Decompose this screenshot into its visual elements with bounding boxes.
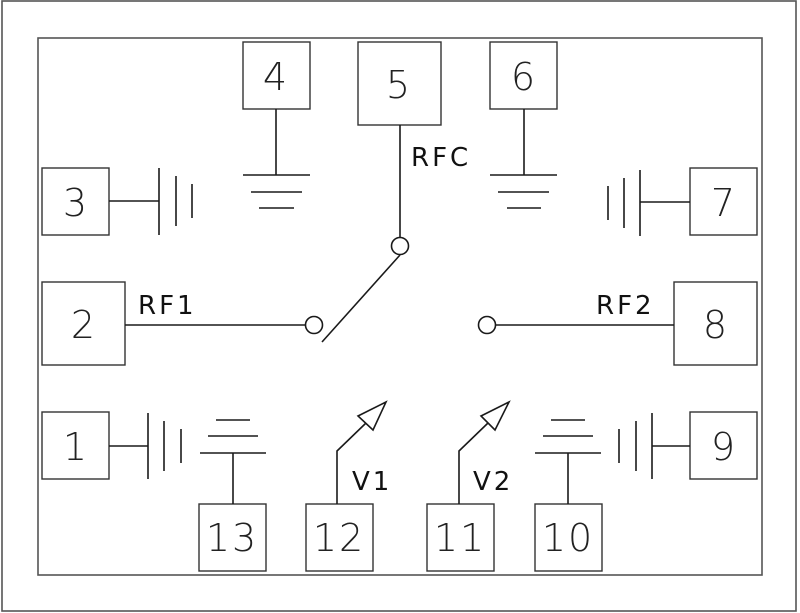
control-arrow-icon (458, 400, 511, 504)
rf1-node (304, 315, 324, 335)
pin-11-box (426, 503, 495, 572)
capacitor-icon (147, 413, 182, 479)
pin-11: 11 V2 (426, 400, 513, 572)
capacitor-icon (158, 168, 193, 235)
pin-7: 7 (607, 167, 758, 236)
capacitor-icon (607, 170, 641, 236)
pin-13-number: 13 (206, 516, 258, 560)
pin-8: 8 RF2 (477, 281, 758, 366)
pin-12: 12 V1 (305, 400, 392, 572)
v1-label: V1 (352, 467, 392, 497)
rfc-node (390, 236, 410, 256)
pin-4-box (242, 41, 311, 110)
v2-label: V2 (473, 467, 513, 497)
switch-blade (321, 254, 401, 343)
pin-12-box (305, 503, 374, 572)
pin-4: 4 (242, 41, 311, 209)
pin-2: 2 RF1 (41, 281, 324, 366)
pin-10-number: 10 (542, 516, 594, 560)
pin-6: 6 (489, 41, 558, 209)
pin-12-number: 12 (313, 516, 365, 560)
pin-1-number: 1 (63, 425, 89, 469)
control-arrow-icon (336, 400, 388, 504)
pin-3-box (41, 167, 110, 236)
pin-3-number: 3 (63, 181, 89, 225)
pin-11-number: 11 (434, 516, 486, 560)
pin-8-box (673, 281, 758, 366)
pin-1-box (41, 411, 110, 480)
pin-2-box (41, 281, 126, 366)
pin-10: 10 (534, 419, 603, 572)
rf2-node (477, 315, 497, 335)
pin-9-number: 9 (711, 425, 737, 469)
pin-8-number: 8 (703, 303, 729, 347)
switch-arm (321, 236, 410, 343)
pin-4-number: 4 (263, 55, 289, 99)
pin-6-box (489, 41, 558, 110)
pin-13: 13 (198, 419, 267, 572)
rfc-label: RFC (411, 143, 471, 173)
capacitor-icon (618, 413, 653, 479)
package-outline (37, 37, 763, 576)
ground-icon (200, 419, 266, 454)
pin-5-number: 5 (386, 63, 412, 107)
ground-icon (243, 174, 310, 209)
rf2-label: RF2 (596, 291, 655, 321)
pin-9-box (689, 411, 758, 480)
pin-9: 9 (618, 411, 758, 480)
pin-3: 3 (41, 167, 193, 236)
pin-1: 1 (41, 411, 182, 480)
rf1-label: RF1 (138, 291, 197, 321)
pin-7-number: 7 (711, 181, 737, 225)
pin-2-number: 2 (71, 303, 97, 347)
ground-icon (535, 419, 601, 454)
pin-10-box (534, 503, 603, 572)
pin-7-box (689, 167, 758, 236)
pin-6-number: 6 (511, 55, 537, 99)
pin-5: 5 RFC (357, 41, 471, 238)
ground-icon (490, 174, 557, 209)
pin-5-box (357, 41, 442, 126)
